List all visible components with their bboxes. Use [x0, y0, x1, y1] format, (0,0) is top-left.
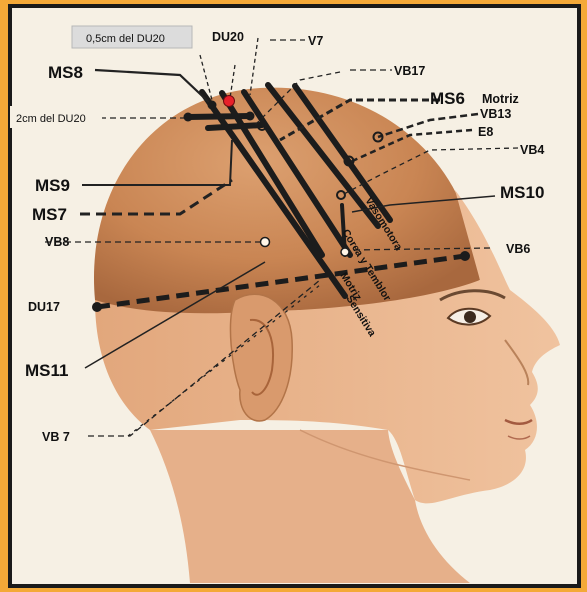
- label-ms10: MS10: [500, 183, 544, 202]
- label-du17: DU17: [28, 300, 60, 314]
- ms8-short-line-2: [208, 125, 262, 128]
- point-vb6: [460, 251, 470, 261]
- ms8-short-line: [188, 116, 250, 117]
- label-vb7: VB 7: [42, 430, 70, 444]
- label-vb6: VB6: [506, 242, 530, 256]
- point-0-5cm-du20: [208, 101, 217, 110]
- label-ms8: MS8: [48, 63, 83, 82]
- label-vb13: VB13: [480, 107, 511, 121]
- label-vb4: VB4: [520, 143, 544, 157]
- label-e8: E8: [478, 125, 493, 139]
- label-2cm-du20: 2cm del DU20: [16, 113, 86, 125]
- label-ms11: MS11: [25, 361, 68, 380]
- label-v7: V7: [308, 34, 323, 48]
- point-v7: [246, 112, 255, 121]
- label-ms6: MS6: [430, 89, 465, 108]
- label-0-5cm-du20: 0,5cm del DU20: [86, 33, 165, 45]
- label-du20: DU20: [212, 30, 244, 44]
- point-vb6-mid: [341, 248, 349, 256]
- point-2cm-du20: [184, 113, 193, 122]
- point-vb8: [261, 238, 270, 247]
- point-du17: [92, 302, 102, 312]
- du20-point: [224, 96, 235, 107]
- label-vb8: VB8: [45, 235, 69, 249]
- label-motriz-top: Motriz: [482, 92, 519, 106]
- label-ms9: MS9: [35, 176, 70, 195]
- label-ms7: MS7: [32, 205, 67, 224]
- label-vb17: VB17: [394, 64, 425, 78]
